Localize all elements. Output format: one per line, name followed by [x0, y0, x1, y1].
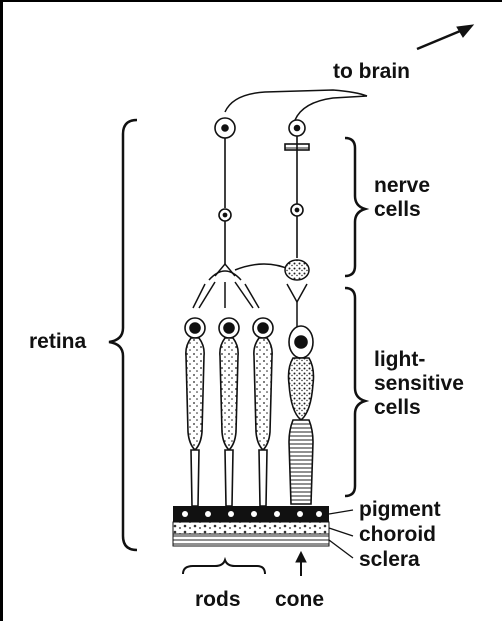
pigment-layer	[173, 506, 329, 522]
to-brain-label: to brain	[333, 60, 410, 84]
left-ganglion-cell	[215, 118, 235, 264]
sclera-label: sclera	[359, 548, 420, 572]
sclera-layer	[173, 534, 329, 546]
nerve-cells-brace	[345, 138, 365, 276]
cone-cell	[289, 326, 314, 504]
cone-arrow	[296, 552, 306, 576]
optic-fiber	[225, 90, 367, 112]
pigment-label: pigment	[359, 498, 441, 522]
rods-label: rods	[195, 588, 241, 612]
cone-label: cone	[275, 588, 324, 612]
cone-synapse	[285, 260, 309, 328]
rods-bracket	[183, 560, 265, 574]
choroid-layer	[173, 522, 329, 534]
light-sensitive-cells-label: light- sensitive cells	[374, 348, 464, 420]
right-ganglion-cell	[285, 120, 309, 258]
rod-3	[253, 318, 273, 506]
choroid-label: choroid	[359, 523, 436, 547]
retina-label: retina	[29, 330, 86, 354]
to-brain-arrow	[417, 25, 473, 49]
rod-2	[219, 318, 239, 506]
rod-synapse	[193, 264, 259, 308]
retina-brace	[109, 120, 137, 550]
rod-1	[185, 318, 205, 506]
nerve-cells-label: nerve cells	[374, 174, 430, 222]
light-sensitive-cells-brace	[345, 288, 365, 496]
